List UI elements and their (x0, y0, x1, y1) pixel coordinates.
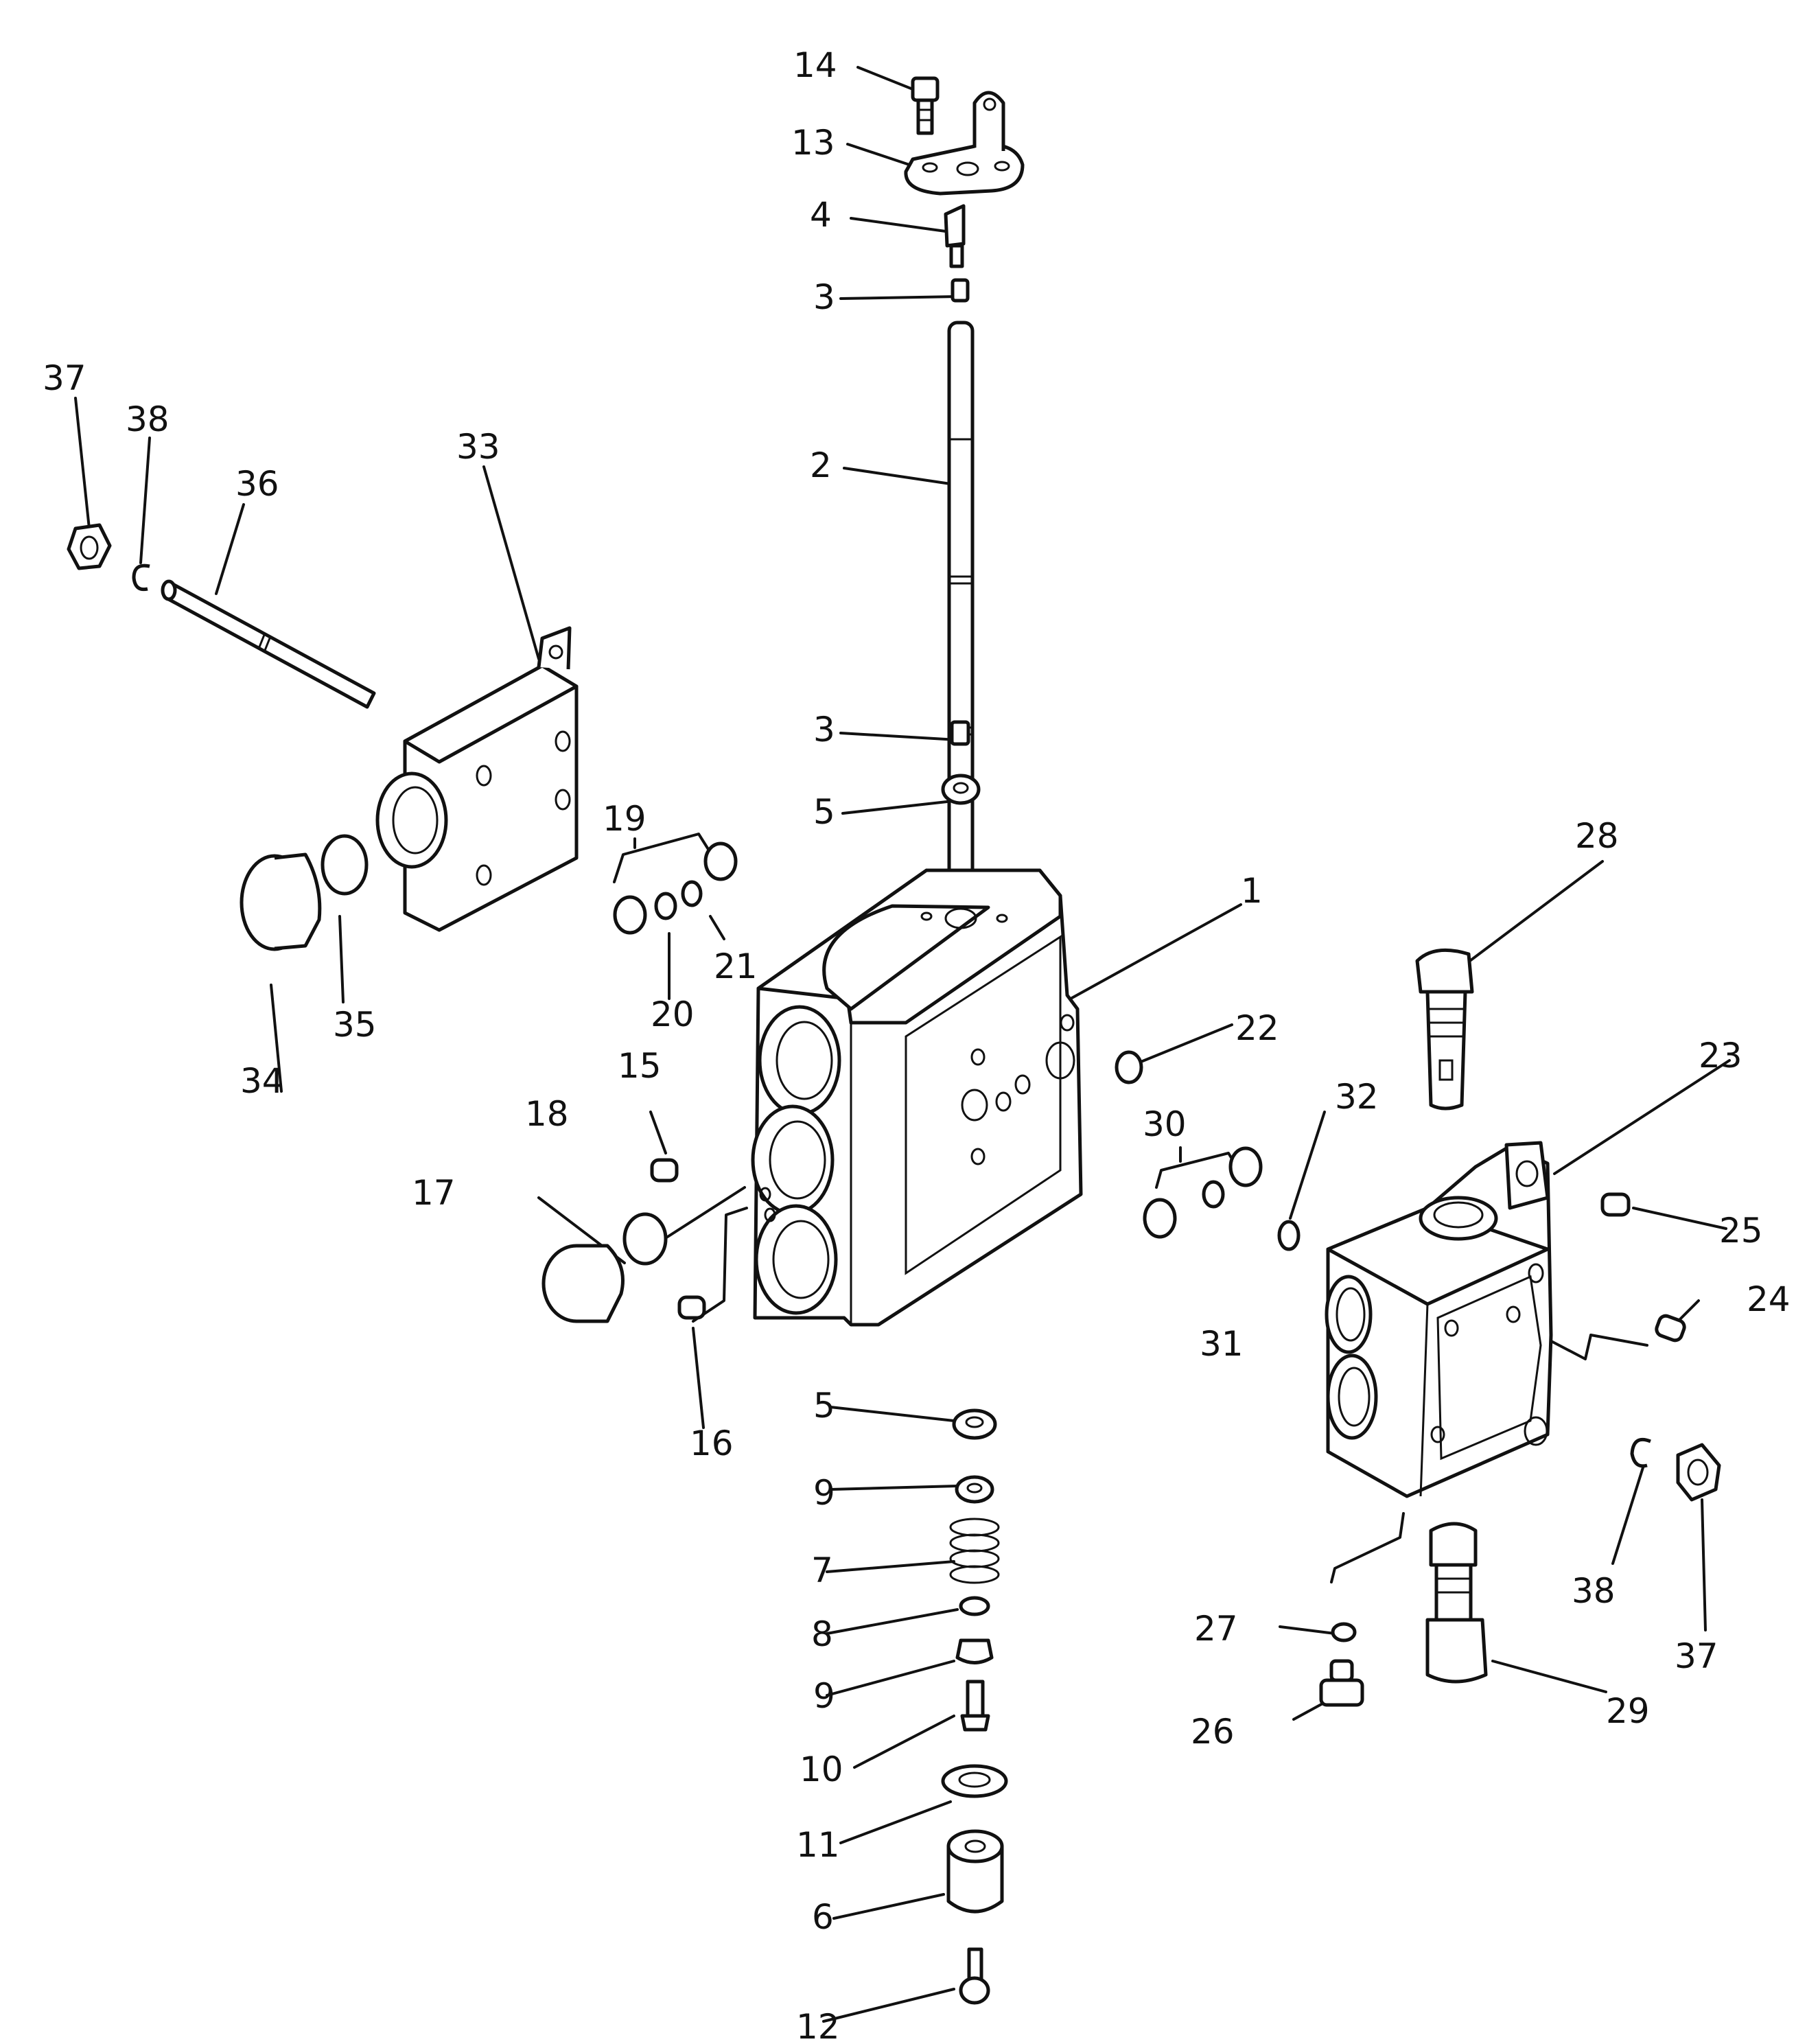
label-part-3-lower: 3 (813, 710, 835, 750)
label-part-37-lower: 37 (1675, 1636, 1718, 1676)
part-29-relief-valve (1425, 1522, 1488, 1684)
part-32-o-ring (1277, 1220, 1301, 1251)
part-14-bolt (911, 76, 940, 135)
label-part-3-upper: 3 (813, 277, 835, 317)
label-part-8: 8 (811, 1614, 833, 1654)
label-part-31: 31 (1200, 1324, 1244, 1364)
label-part-6: 6 (812, 1897, 834, 1937)
label-part-35: 35 (333, 1005, 377, 1045)
part-38-upper-washer (132, 564, 150, 592)
label-part-15: 15 (618, 1046, 662, 1086)
part-6-cap (946, 1829, 1004, 1914)
label-part-14: 14 (793, 45, 837, 85)
part-number-labels: 14 13 4 3 2 3 5 1 37 38 36 33 19 20 21 3… (43, 45, 1791, 2044)
label-part-28: 28 (1575, 816, 1619, 856)
label-part-24: 24 (1747, 1279, 1791, 1319)
part-37-lower-nut (1676, 1443, 1721, 1502)
part-11-washer (941, 1764, 1008, 1798)
part-12-bolt (959, 1947, 990, 2005)
label-part-38-upper: 38 (126, 399, 170, 439)
label-part-32: 32 (1335, 1077, 1379, 1117)
label-part-2: 2 (810, 445, 832, 485)
part-31-o-ring (1202, 1180, 1225, 1209)
label-part-19: 19 (603, 799, 646, 839)
label-part-23: 23 (1699, 1036, 1742, 1076)
label-part-20: 20 (651, 995, 695, 1034)
label-part-5-lower: 5 (813, 1386, 835, 1426)
part-1-valve-body (751, 868, 1083, 1327)
part-13-bracket (904, 91, 1025, 196)
label-part-21: 21 (714, 946, 758, 986)
part-5-lower-washer (952, 1408, 997, 1440)
part-24-pin (1655, 1314, 1686, 1343)
label-part-4: 4 (810, 195, 832, 235)
label-part-13: 13 (791, 123, 835, 163)
part-25-pin (1600, 1192, 1631, 1217)
part-15-pin (650, 1158, 679, 1183)
label-part-9-lower: 9 (813, 1676, 835, 1716)
part-22-o-ring (1115, 1050, 1143, 1084)
label-part-5-upper: 5 (813, 792, 835, 832)
part-30-o-ring (1143, 1146, 1263, 1239)
part-19-o-ring (613, 841, 738, 935)
label-part-34: 34 (240, 1061, 284, 1101)
part-7-spring (949, 1518, 1000, 1584)
part-17-plug (541, 1244, 625, 1323)
part-9-lower-seat (955, 1638, 994, 1664)
label-part-26: 26 (1191, 1712, 1235, 1752)
label-part-22: 22 (1235, 1008, 1279, 1048)
part-18-o-ring (622, 1212, 668, 1266)
label-part-25: 25 (1719, 1211, 1763, 1251)
part-8-spacer (959, 1596, 990, 1616)
label-part-29: 29 (1606, 1691, 1650, 1731)
part-5-upper-washer (941, 774, 981, 805)
label-part-17: 17 (412, 1173, 456, 1213)
part-20-o-ring (654, 892, 677, 920)
label-part-16: 16 (690, 1424, 734, 1463)
label-part-36: 36 (235, 464, 279, 504)
label-part-10: 10 (800, 1750, 843, 1789)
part-16-pin (677, 1295, 706, 1320)
label-part-1: 1 (1241, 871, 1263, 911)
part-34-plug (240, 852, 322, 951)
label-part-27: 27 (1194, 1609, 1238, 1649)
part-23-end-cover (1325, 1141, 1553, 1498)
label-part-11: 11 (796, 1825, 840, 1865)
part-4-pin (944, 204, 966, 268)
part-35-o-ring (320, 834, 369, 896)
part-36-tie-rod (161, 579, 376, 709)
part-27-o-ring (1331, 1622, 1357, 1642)
label-part-12: 12 (796, 2007, 840, 2044)
part-26-plug (1319, 1659, 1364, 1707)
part-3-lower-collar (950, 720, 970, 746)
part-37-upper-nut (67, 523, 112, 570)
label-part-38-lower: 38 (1572, 1571, 1616, 1611)
part-9-upper-seat (955, 1475, 994, 1504)
label-part-33: 33 (456, 427, 500, 467)
label-part-9-upper: 9 (813, 1473, 835, 1513)
label-part-7: 7 (811, 1551, 833, 1590)
part-38-lower-washer (1630, 1437, 1651, 1468)
label-part-30: 30 (1143, 1104, 1187, 1144)
part-28-relief-valve (1415, 948, 1474, 1111)
part-10-bolt (960, 1680, 990, 1732)
part-33-end-cover (375, 626, 579, 932)
leader-lines (74, 66, 1731, 2023)
label-part-37-upper: 37 (43, 358, 86, 398)
part-21-o-ring (681, 880, 703, 907)
label-part-18: 18 (525, 1094, 569, 1134)
part-3-upper-collar (951, 278, 970, 303)
